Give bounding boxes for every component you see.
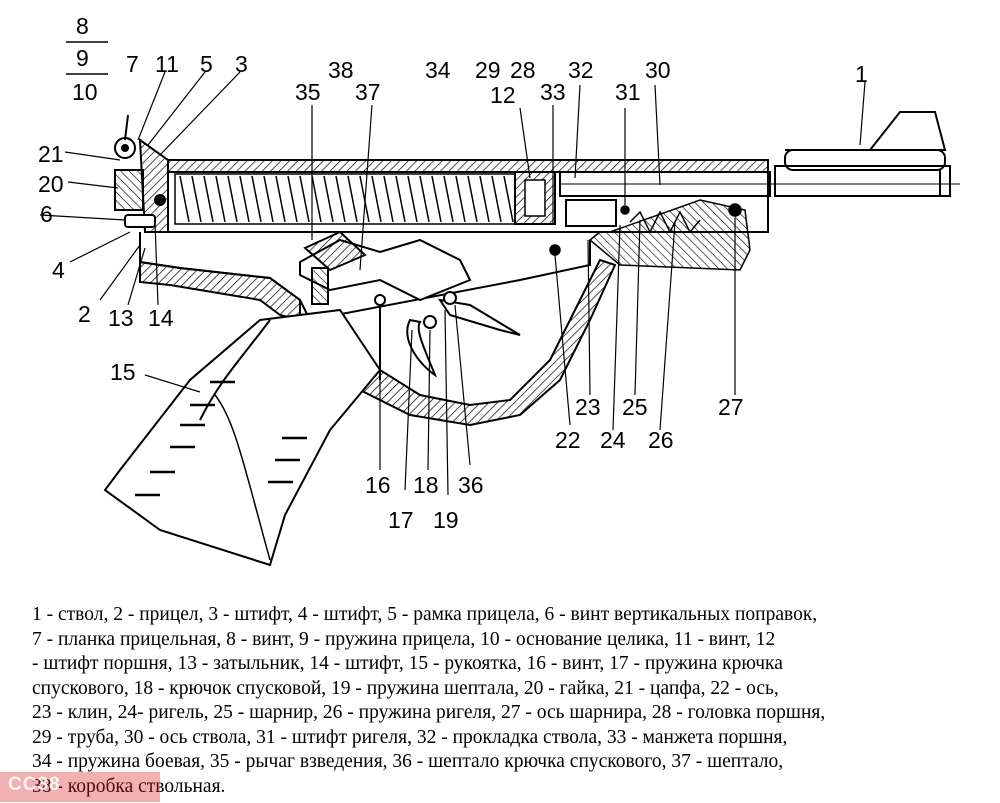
part-label-22: 22 [555,427,581,453]
part-label-8: 8 [76,13,89,39]
part-label-32: 32 [568,57,594,83]
part-label-6: 6 [40,201,53,227]
spring-coil [251,175,262,223]
part-label-20: 20 [38,171,64,197]
spring-coil [299,175,310,223]
part-label-19: 19 [433,507,459,533]
part-label-37: 37 [355,79,381,105]
spring-coil [503,175,514,223]
barrel-muzzle [774,111,951,197]
part-label-21: 21 [38,141,64,167]
spring-coil [311,175,322,223]
part-label-5: 5 [200,51,213,77]
part-label-36: 36 [458,472,484,498]
part-label-25: 25 [622,394,648,420]
spring-coil [215,175,226,223]
main-spring [174,173,516,225]
spring-coil [455,175,466,223]
spring-coil [431,175,442,223]
watermark-text: CC38 [8,774,61,795]
part-label-13: 13 [108,305,134,331]
spring-coil [287,175,298,223]
trigger-guard [299,258,617,427]
part-label-14: 14 [148,305,174,331]
part-label-26: 26 [648,427,674,453]
spring-coil [491,175,502,223]
part-label-7: 7 [126,51,139,77]
spring-coil [383,175,394,223]
receiver-body [167,159,960,271]
spring-coil [335,175,346,223]
part-label-23: 23 [575,394,601,420]
part-label-27: 27 [718,394,744,420]
part-label-34: 34 [425,57,451,83]
part-label-16: 16 [365,472,391,498]
part-label-38: 38 [328,57,354,83]
part-label-24: 24 [600,427,626,453]
part-label-2: 2 [78,301,91,327]
latch-spring [549,199,742,256]
part-label-28: 28 [510,57,536,83]
part-label-30: 30 [645,57,671,83]
leader-lines [39,71,866,496]
spring-coil [419,175,430,223]
spring-coil [275,175,286,223]
spring-coil [227,175,238,223]
part-label-12: 12 [490,82,516,108]
part-label-35: 35 [295,79,321,105]
spring-coil [371,175,382,223]
part-label-29: 29 [475,57,501,83]
spring-coil [323,175,334,223]
spring-coil [443,175,454,223]
spring-coil [263,175,274,223]
part-label-17: 17 [388,507,414,533]
spring-coil [203,175,214,223]
site-watermark-logo: CC38 [0,772,160,802]
piston-head [514,171,556,225]
trigger-group [139,230,591,380]
spring-coil [191,175,202,223]
part-label-10: 10 [72,79,98,105]
part-label-31: 31 [615,79,641,105]
spring-coil [179,175,190,223]
sight-fraction-lines [66,41,108,75]
part-label-1: 1 [855,61,868,87]
spring-coil [359,175,370,223]
spring-coil [347,175,358,223]
spring-coil [407,175,418,223]
spring-coil [479,175,490,223]
part-label-11: 11 [155,51,179,77]
part-label-3: 3 [235,51,248,77]
part-label-9: 9 [76,45,89,71]
part-label-18: 18 [413,472,439,498]
grip-grooves [135,380,307,497]
part-label-15: 15 [110,359,136,385]
spring-coil [239,175,250,223]
spring-coil [395,175,406,223]
grip [103,308,382,567]
rear-sight [114,114,169,233]
spring-coil [467,175,478,223]
part-label-4: 4 [52,257,65,283]
part-label-33: 33 [540,79,566,105]
parts-legend: 1 - ствол, 2 - прицел, 3 - штифт, 4 - шт… [32,604,826,797]
